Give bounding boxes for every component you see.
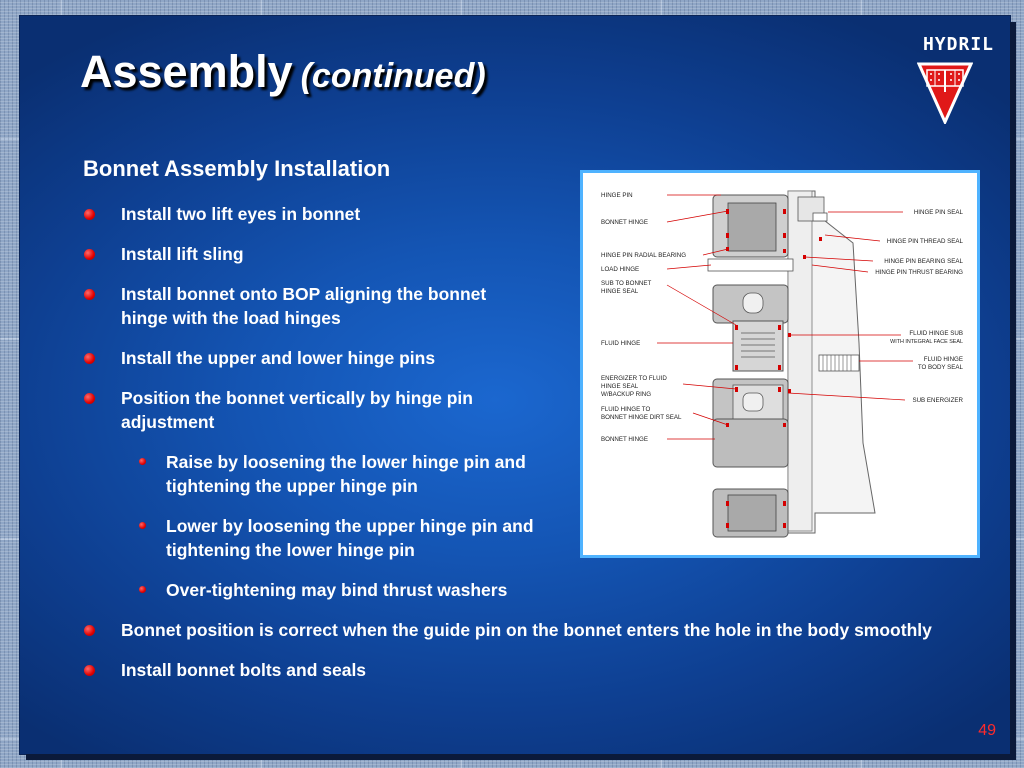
diagram-label: LOAD HINGE: [601, 266, 639, 273]
bullet-item: Install lift sling: [82, 242, 982, 266]
diagram-label: HINGE PIN BEARING SEAL: [884, 258, 963, 265]
title-subtitle: (continued): [300, 57, 486, 95]
sub-bullet-item: Raise by loosening the lower hinge pin a…: [127, 450, 566, 498]
logo-wordmark: HYDRIL: [922, 34, 994, 55]
diagram-label: FLUID HINGE: [601, 340, 640, 347]
section-heading: Bonnet Assembly Installation: [83, 156, 391, 181]
page-title: Assembly(continued): [80, 46, 486, 98]
title-main: Assembly: [80, 46, 293, 97]
bullet-item-with-subs: Position the bonnet vertically by hinge …: [82, 386, 982, 602]
diagram-label: HINGE SEAL: [601, 288, 639, 295]
bullet-item: Bonnet position is correct when the guid…: [82, 618, 982, 642]
diagram-label: BONNET HINGE DIRT SEAL: [601, 414, 682, 421]
sub-bullet-list: Raise by loosening the lower hinge pin a…: [127, 450, 982, 602]
sub-bullet-item: Lower by loosening the upper hinge pin a…: [127, 514, 566, 562]
diagram-label: HINGE PIN SEAL: [914, 209, 964, 216]
bullet-list: Install two lift eyes in bonnet Install …: [82, 202, 982, 698]
page-number: 49: [978, 722, 996, 739]
diagram-label: HINGE PIN: [601, 192, 633, 199]
logo-shield-icon: [917, 62, 973, 124]
bullet-text: Position the bonnet vertically by hinge …: [121, 388, 473, 432]
diagram-label: WITH INTEGRAL FACE SEAL: [890, 339, 963, 345]
diagram-label: FLUID HINGE SUB: [909, 330, 963, 337]
diagram-label: W/BACKUP RING: [601, 391, 651, 398]
hinge-cross-section-diagram: HINGE PIN BONNET HINGE HINGE PIN RADIAL …: [580, 170, 980, 558]
diagram-label: HINGE PIN THREAD SEAL: [887, 238, 964, 245]
diagram-label: ENERGIZER TO FLUID: [601, 375, 667, 382]
diagram-label: HINGE PIN RADIAL BEARING: [601, 252, 686, 259]
bullet-item: Install two lift eyes in bonnet: [82, 202, 982, 226]
diagram-label: FLUID HINGE: [924, 356, 963, 363]
bullet-item: Install the upper and lower hinge pins: [82, 346, 982, 370]
diagram-label: HINGE PIN THRUST BEARING: [875, 269, 963, 276]
slide: Assembly(continued) HYDRIL Bonnet Assemb…: [20, 16, 1010, 754]
diagram-label: HINGE SEAL: [601, 383, 639, 390]
bullet-item: Install bonnet bolts and seals: [82, 658, 982, 682]
diagram-label: SUB ENERGIZER: [912, 397, 963, 404]
bullet-item: Install bonnet onto BOP aligning the bon…: [82, 282, 501, 330]
diagram-label: BONNET HINGE: [601, 219, 648, 226]
diagram-label: SUB TO BONNET: [601, 280, 652, 287]
diagram-label: TO BODY SEAL: [918, 364, 964, 371]
diagram-label: BONNET HINGE: [601, 436, 648, 443]
sub-bullet-item: Over-tightening may bind thrust washers: [127, 578, 626, 602]
diagram-label: FLUID HINGE TO: [601, 406, 650, 413]
